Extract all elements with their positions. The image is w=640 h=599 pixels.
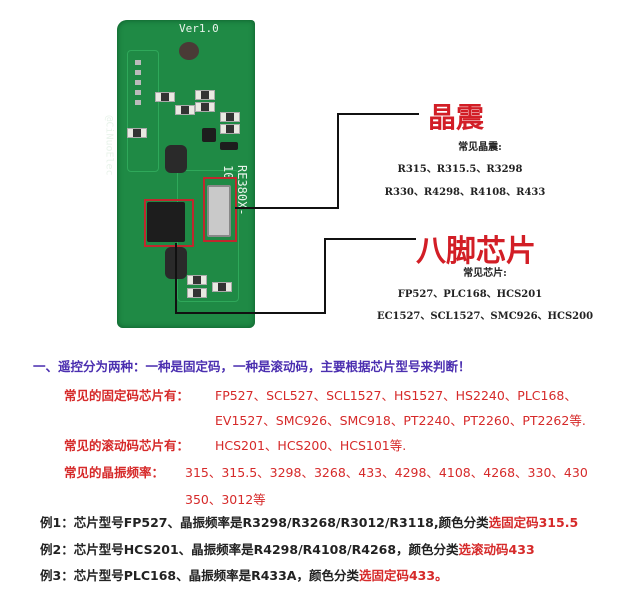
example-highlight: 选固定码433。	[358, 568, 448, 583]
chip-highlight-box	[144, 199, 194, 247]
crystal-title: 晶震	[428, 101, 485, 134]
transistor	[202, 128, 216, 142]
inductor	[165, 145, 187, 173]
eight-pin-chip	[147, 202, 185, 242]
rolling-code-value: HCS201、HCS200、HCS101等.	[215, 438, 407, 453]
smd-component	[127, 128, 147, 138]
chip-title: 八脚芯片	[416, 234, 536, 269]
button-switch	[179, 42, 199, 60]
crystal-list-line1: R315、R315.5、R3298	[397, 164, 523, 175]
frequency-label: 常见的晶振频率：	[64, 465, 165, 480]
smd-component	[220, 124, 240, 134]
example-highlight: 选固定码315.5	[488, 515, 579, 530]
crystal-list-line2: R330、R4298、R4108、R433	[384, 187, 546, 198]
rolling-code-label: 常见的滚动码芯片有：	[64, 438, 190, 453]
example-3: 例3：芯片型号PLC168、晶振频率是R433A，颜色分类选固定码433。	[40, 565, 448, 584]
crystal-leader-line	[337, 113, 419, 115]
fixed-code-line1: FP527、SCL527、SCL1527、HS1527、HS2240、PLC16…	[215, 388, 577, 403]
chip-leader-line	[175, 312, 326, 314]
example-2: 例2：芯片型号HCS201、晶振频率是R4298/R4108/R4268，颜色分…	[40, 539, 535, 558]
chip-leader-line	[324, 238, 326, 314]
crystal-oscillator	[207, 185, 231, 237]
example-text: 例2：芯片型号HCS201、晶振频率是R4298/R4108/R4268，颜色分…	[40, 542, 459, 557]
frequency-line2: 350、3012等	[185, 492, 266, 507]
frequency-line1: 315、315.5、3298、3268、433、4298、4108、4268、3…	[185, 465, 588, 480]
transistor	[220, 142, 238, 150]
chip-leader-line	[324, 238, 416, 240]
pcb-trace	[127, 50, 159, 172]
smd-component	[155, 92, 175, 102]
smd-component	[195, 90, 215, 100]
smd-component	[187, 275, 207, 285]
smd-component	[212, 282, 232, 292]
smd-component	[195, 102, 215, 112]
pin-header	[135, 60, 141, 110]
example-text: 例3：芯片型号PLC168、晶振频率是R433A，颜色分类	[40, 568, 359, 583]
version-label: Ver1.0	[179, 22, 219, 35]
notes-heading: 一、遥控分为两种：一种是固定码，一种是滚动码，主要根据芯片型号来判断！	[33, 359, 471, 374]
smd-component	[187, 288, 207, 298]
chip-leader-line	[175, 243, 177, 314]
chip-list-line2: EC1527、SCL1527、SMC926、HCS200	[376, 311, 594, 322]
example-highlight: 选滚动码433	[458, 542, 535, 557]
example-text: 例1：芯片型号FP527、晶振频率是R3298/R3268/R3012/R311…	[40, 515, 489, 530]
crystal-leader-line	[337, 113, 339, 209]
smd-component	[175, 105, 195, 115]
fixed-code-line2: EV1527、SMC926、SMC918、PT2240、PT2260、PT226…	[215, 413, 586, 428]
crystal-highlight-box	[203, 177, 237, 242]
smd-component	[220, 112, 240, 122]
chip-list-line1: FP527、PLC168、HCS201	[397, 289, 543, 300]
pcb-board: Ver1.0 @CiNuoElec RE380X-10	[104, 20, 255, 328]
example-1: 例1：芯片型号FP527、晶振频率是R3298/R3268/R3012/R311…	[40, 512, 578, 531]
brand-label: @CiNuoElec	[103, 115, 115, 176]
crystal-subtitle: 常见晶震:	[458, 142, 502, 153]
chip-subtitle: 常见芯片:	[463, 268, 507, 279]
crystal-leader-line	[235, 207, 339, 209]
fixed-code-label: 常见的固定码芯片有：	[64, 388, 190, 403]
